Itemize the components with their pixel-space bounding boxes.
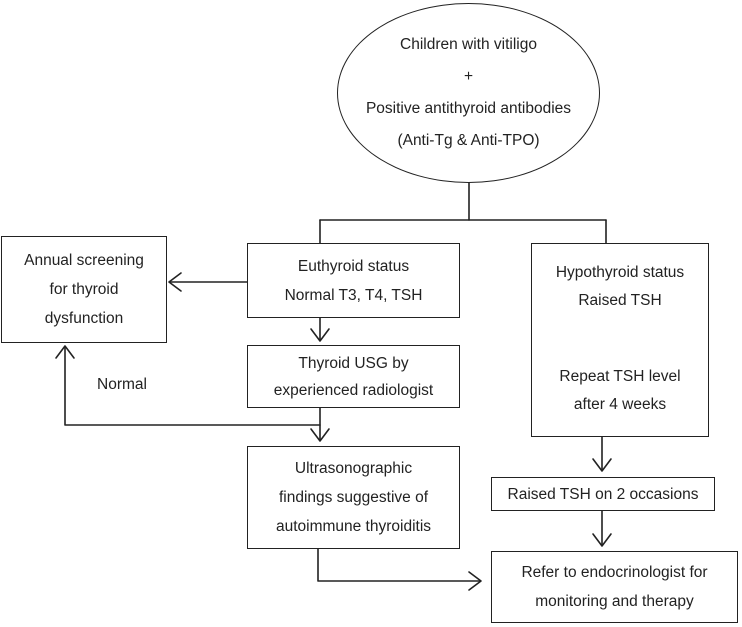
connector-normal-loop	[64, 346, 321, 426]
findings-box: Ultrasonographic findings suggestive of …	[247, 446, 460, 549]
start-oval: Children with vitiligo + Positive antith…	[337, 3, 600, 183]
arrowhead-annual-left	[168, 272, 182, 292]
arrowhead-usg-down	[310, 328, 330, 342]
connector-findings-to-refer	[317, 548, 481, 582]
hypothyroid-line-3: Repeat TSH level	[559, 368, 681, 385]
arrowhead-annual-up	[55, 345, 75, 359]
findings-line-1: Ultrasonographic	[294, 460, 413, 477]
arrowhead-refer-down	[592, 533, 612, 547]
usg-line-1: Thyroid USG by	[298, 354, 409, 372]
hypothyroid-line-4: after 4 weeks	[573, 396, 667, 413]
refer-line-2: monitoring and therapy	[535, 593, 694, 610]
arrowhead-findings-down	[310, 428, 330, 442]
euthyroid-box: Euthyroid status Normal T3, T4, TSH	[247, 243, 460, 318]
normal-label: Normal	[97, 376, 147, 393]
annual-line-2: for thyroid	[49, 281, 119, 298]
start-line-3: (Anti-Tg & Anti-TPO)	[397, 132, 540, 149]
hypothyroid-line-2: Raised TSH	[578, 292, 662, 309]
start-line-2: Positive antithyroid antibodies	[365, 100, 572, 117]
refer-line-1: Refer to endocrinologist for	[521, 564, 708, 581]
usg-line-2: experienced radiologist	[273, 381, 434, 399]
annual-screening-box: Annual screening for thyroid dysfunction	[1, 236, 167, 343]
annual-line-3: dysfunction	[44, 310, 124, 327]
findings-line-2: findings suggestive of	[278, 489, 429, 506]
euthyroid-line-1: Euthyroid status	[297, 257, 410, 275]
arrowhead-refer-right	[468, 571, 482, 591]
euthyroid-line-2: Normal T3, T4, TSH	[284, 286, 423, 304]
usg-box: Thyroid USG by experienced radiologist	[247, 345, 460, 408]
findings-line-3: autoimmune thyroiditis	[275, 518, 432, 535]
hypothyroid-line-1: Hypothyroid status	[555, 264, 685, 281]
raised-line-1: Raised TSH on 2 occasions	[507, 485, 699, 503]
annual-line-1: Annual screening	[24, 252, 144, 269]
hypothyroid-box: Hypothyroid status Raised TSH Repeat TSH…	[531, 243, 709, 437]
arrowhead-raised-down	[592, 458, 612, 472]
raised-tsh-box: Raised TSH on 2 occasions	[491, 477, 715, 511]
refer-box: Refer to endocrinologist for monitoring …	[491, 551, 738, 623]
start-plus: +	[463, 68, 474, 85]
start-line-1: Children with vitiligo	[400, 36, 537, 53]
